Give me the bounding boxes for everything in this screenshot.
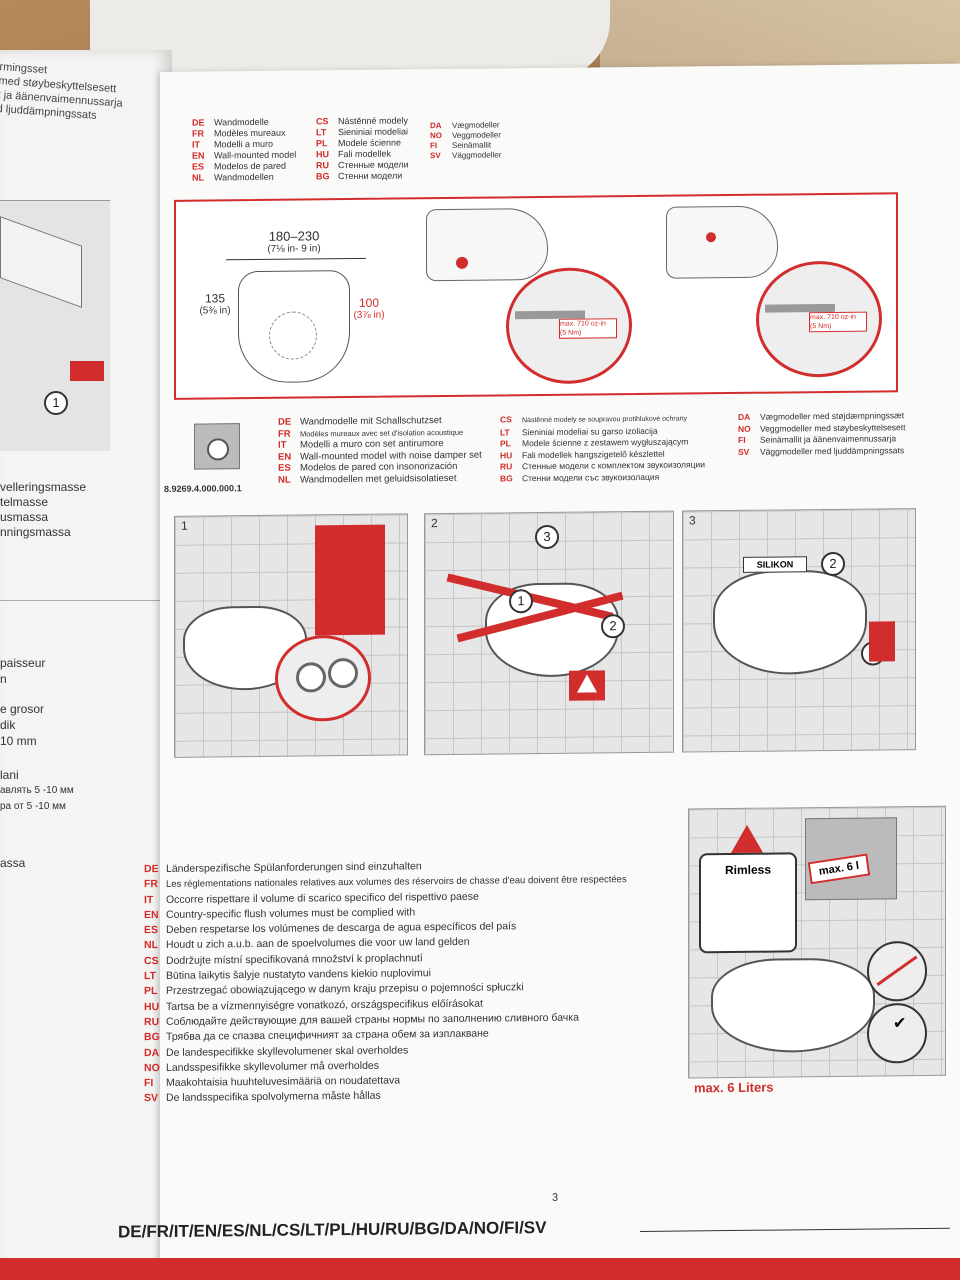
left-lower-text: paisseur n e grosor dik 10 mm lani авлят… bbox=[0, 655, 74, 871]
dim-width: 180–230(7⅛ in- 9 in) bbox=[267, 228, 321, 255]
left-line: nningsmassa bbox=[0, 525, 71, 539]
outlet-circle bbox=[269, 311, 317, 360]
left-line: usmassa bbox=[0, 510, 49, 524]
left-red-marker bbox=[70, 361, 104, 381]
step-marker: 1 bbox=[509, 589, 533, 614]
warning-sign bbox=[569, 670, 605, 701]
left-line: paisseur bbox=[0, 656, 46, 670]
rimless-label: Rimless bbox=[724, 862, 772, 878]
flush-volume-panel: Rimless max. 6 l ✔ bbox=[688, 805, 946, 1079]
detail-zoom-circle-2: max. 710 oz-in(5 Nm) bbox=[756, 260, 882, 378]
toilet-front-view bbox=[238, 270, 350, 384]
step-panel-1: 1 bbox=[174, 513, 408, 758]
bottom-red-bar bbox=[0, 1258, 960, 1280]
left-line: velleringsmasse bbox=[0, 480, 87, 494]
left-line: assa bbox=[0, 856, 26, 870]
mount-part-red bbox=[456, 256, 468, 269]
wall-plate-red bbox=[315, 524, 385, 636]
left-line: авлять 5 -10 мм bbox=[0, 785, 74, 796]
warning-icon bbox=[731, 824, 763, 854]
left-line: 10 mm bbox=[0, 734, 37, 748]
noise-damper-kit-image bbox=[194, 423, 240, 470]
silikon-tube-label: SILIKON bbox=[743, 556, 807, 573]
footer-line bbox=[640, 1227, 950, 1232]
step-number: 2 bbox=[431, 516, 438, 531]
divider bbox=[0, 600, 170, 601]
left-top-text: rmingsset med støybeskyttelsesett t ja ä… bbox=[0, 60, 125, 125]
left-bowl bbox=[0, 216, 82, 308]
footer-languages: DE/FR/IT/EN/ES/NL/CS/LT/PL/HU/RU/BG/DA/N… bbox=[118, 1217, 547, 1242]
left-line: e grosor bbox=[0, 702, 45, 716]
page-number: 3 bbox=[552, 1191, 559, 1204]
step-marker: 2 bbox=[601, 614, 625, 639]
rimless-callout: Rimless bbox=[699, 824, 797, 954]
max-liters-caption: max. 6 Liters bbox=[694, 1079, 774, 1096]
toilet-side-view-1 bbox=[426, 207, 548, 282]
torque-label: max. 710 oz-in(5 Nm) bbox=[559, 318, 617, 339]
left-line: lani bbox=[0, 768, 19, 782]
torque-label: max. 710 oz-in(5 Nm) bbox=[809, 311, 867, 333]
red-marker bbox=[869, 621, 895, 662]
step-marker: 2 bbox=[821, 551, 845, 577]
left-line: n bbox=[0, 672, 7, 686]
step-panel-2: 2 1 2 3 bbox=[424, 510, 674, 756]
section1-diagram-frame: 180–230(7⅛ in- 9 in) 135(5⅜ in) 100(3⅞ i… bbox=[174, 192, 898, 400]
left-illustration: 1 bbox=[0, 200, 110, 451]
detail-zoom-circle-1: max. 710 oz-in(5 Nm) bbox=[506, 267, 632, 385]
mount-part-red bbox=[706, 232, 716, 243]
left-line: ра от 5 -10 мм bbox=[0, 801, 66, 812]
left-line: telmasse bbox=[0, 495, 49, 509]
toilet-side-view-2 bbox=[666, 205, 778, 279]
dim-line bbox=[226, 257, 366, 261]
step-panel-3: 3 SILIKON 2 1 bbox=[682, 508, 916, 753]
background-object bbox=[90, 0, 610, 80]
left-line: dik bbox=[0, 718, 16, 732]
dim-right: 100(3⅞ in) bbox=[353, 295, 385, 321]
dim-left: 135(5⅜ in) bbox=[199, 291, 231, 317]
left-mid-text: velleringsmasse telmasse usmassa nningsm… bbox=[0, 480, 86, 540]
step-number: 1 bbox=[181, 518, 188, 533]
left-page: rmingsset med støybeskyttelsesett t ja ä… bbox=[0, 50, 172, 1280]
step-marker: 3 bbox=[535, 524, 559, 550]
part-number: 8.9269.4.000.000.1 bbox=[164, 483, 242, 494]
step-number: 1 bbox=[44, 391, 68, 415]
step-number: 3 bbox=[689, 513, 696, 528]
